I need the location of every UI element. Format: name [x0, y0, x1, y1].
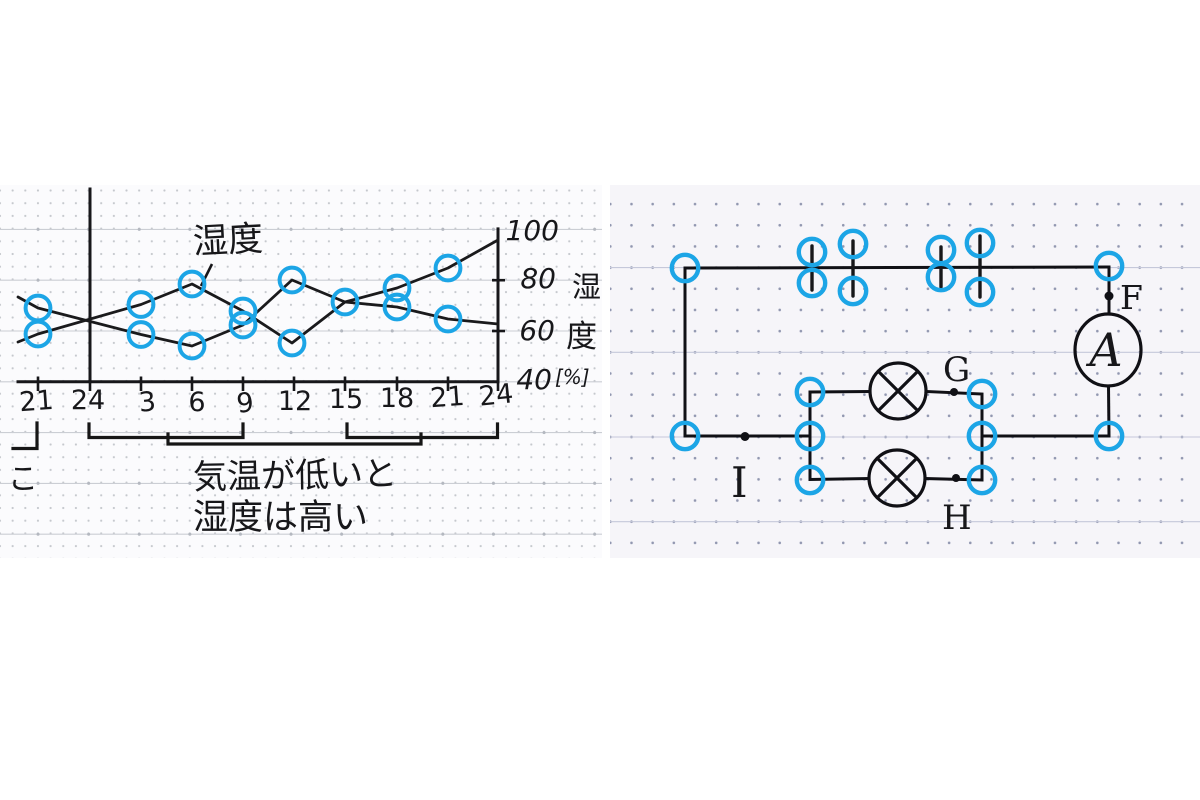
highlight-circle: [277, 328, 307, 358]
y-axis-unit: [%]: [555, 365, 590, 389]
highlight-circle: [177, 269, 207, 299]
humidity-line: [16, 238, 500, 345]
x-tick-label: 12: [278, 386, 312, 417]
junction-dot-i: [740, 432, 750, 441]
right-highlight-circles: [669, 227, 1125, 496]
lamp-g-circle: [868, 361, 928, 421]
highlight-circle: [433, 304, 463, 334]
highlight-circle: [382, 273, 412, 303]
x-tick-label: 3: [137, 386, 157, 418]
label-i: I: [731, 458, 748, 507]
note-line1: 気温が低いと: [193, 454, 398, 498]
highlight-circle: [925, 261, 957, 293]
label-h: H: [942, 498, 972, 538]
y-tick-label: 40: [516, 363, 552, 396]
lamp-g: [868, 361, 928, 421]
highlight-circle: [966, 464, 998, 496]
highlight-circle: [794, 420, 826, 452]
highlight-circle: [228, 310, 258, 340]
note-line2: 湿度は高い: [193, 498, 368, 538]
x-tick-label: 18: [380, 383, 414, 414]
lamp-h-circle: [867, 448, 927, 508]
bracket-fragment-left: [11, 421, 39, 451]
highlight-circle: [126, 290, 156, 319]
junction-dot-f: [1104, 291, 1114, 301]
highlight-circle: [966, 378, 998, 410]
y-axis-title-char2: 度: [566, 319, 597, 355]
right-photo-dot-grid: [610, 185, 1200, 558]
y-tick-labels: 100 80 60 40: [506, 214, 559, 396]
left-highlight-circles: [23, 253, 463, 361]
x-tick-label: 24: [71, 385, 105, 416]
x-tick-label: 9: [235, 387, 255, 420]
highlight-circle: [1093, 420, 1125, 452]
y-axis-title-char1: 湿: [572, 270, 601, 304]
right-photo-circuit: A F G H I: [610, 185, 1200, 558]
highlight-circle: [794, 376, 826, 408]
highlight-circle: [796, 267, 828, 299]
highlight-circle: [1093, 250, 1125, 282]
highlight-circle: [964, 227, 996, 259]
highlight-circle: [23, 319, 53, 349]
left-photo-dot-grid: [0, 185, 602, 558]
highlight-circle: [796, 236, 828, 268]
highlight-circle: [964, 276, 996, 308]
highlight-circle: [794, 464, 826, 496]
highlight-circle: [837, 228, 869, 260]
highlight-circle: [837, 275, 869, 307]
label-f: F: [1120, 278, 1143, 317]
highlight-circle: [330, 287, 360, 317]
x-tick-label: 15: [329, 384, 363, 415]
humidity-series-label: 湿度: [192, 219, 264, 263]
highlight-circle: [433, 253, 463, 283]
y-tick-label: 60: [519, 314, 555, 347]
junction-dots: [740, 291, 1114, 482]
highlight-circle: [228, 296, 258, 326]
highlight-circle: [277, 265, 307, 295]
highlight-circle: [126, 320, 156, 349]
junction-dot-h: [952, 474, 960, 482]
left-photo-chart: 湿度 21 24 3 6 9 12 15 18 21 24 100 80 60 …: [0, 185, 602, 558]
junction-dot-g: [950, 388, 958, 396]
highlight-circle: [669, 252, 701, 284]
y-tick-label: 80: [520, 262, 556, 295]
label-g: G: [943, 350, 970, 390]
lamp-h: [867, 448, 927, 508]
x-tick-label: 21: [18, 385, 54, 418]
x-tick-label: 24: [477, 378, 514, 412]
highlight-circle: [382, 292, 412, 322]
top-wire: [683, 265, 1111, 270]
ammeter: A: [1073, 312, 1143, 388]
x-tick-labels: 21 24 3 6 9 12 15 18 21 24: [18, 378, 515, 420]
temperature-line: [16, 278, 500, 348]
x-axis-ticks: [36, 376, 500, 391]
highlight-circle: [966, 420, 998, 452]
lamp-g-cross: [876, 369, 920, 413]
bracket-nested-3-18: [166, 432, 423, 446]
bracket-24-9: [87, 422, 245, 440]
x-tick-label: 6: [188, 387, 205, 418]
y-tick-label: 100: [506, 214, 559, 247]
ammeter-circle: [1073, 312, 1143, 388]
highlight-circle: [669, 420, 701, 452]
ammeter-letter: A: [1085, 323, 1122, 377]
highlight-circle: [177, 331, 207, 361]
lamp-h-cross: [875, 456, 919, 500]
y-axis-ticks: [492, 278, 505, 333]
x-tick-label: 21: [429, 381, 465, 414]
partial-character: こ: [8, 462, 38, 497]
ammeter-bottom-lead: [1106, 384, 1111, 438]
grouping-brackets: [11, 421, 500, 451]
